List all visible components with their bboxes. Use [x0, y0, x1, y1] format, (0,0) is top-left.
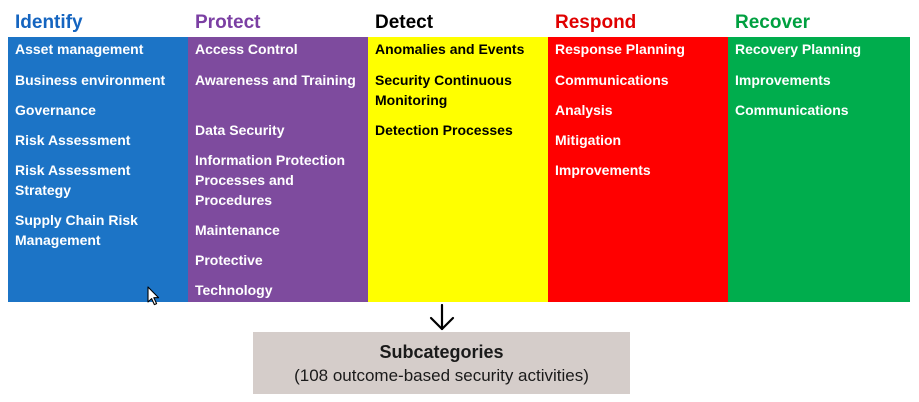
category-item: Anomalies and Events	[375, 41, 525, 57]
function-title-respond: Respond	[555, 12, 637, 33]
category-item: Awareness and Training	[195, 72, 356, 88]
function-column-recover: Recover Recovery Planning Improvements C…	[728, 8, 910, 302]
subcategories-description: (108 outcome-based security activities)	[294, 366, 589, 385]
function-column-detect: Detect Anomalies and Events Security Con…	[368, 8, 548, 302]
category-item: Maintenance	[195, 222, 280, 238]
function-body-protect: Access Control Awareness and Training Da…	[188, 37, 368, 302]
function-column-protect: Protect Access Control Awareness and Tra…	[188, 8, 368, 302]
function-title-recover: Recover	[735, 12, 810, 33]
mouse-pointer-icon	[147, 286, 160, 306]
category-item: Supply Chain Risk Management	[15, 212, 138, 248]
category-item: Recovery Planning	[735, 41, 862, 57]
category-item: Technology	[195, 282, 273, 298]
subcategories-box: Subcategories (108 outcome-based securit…	[253, 332, 630, 394]
function-body-detect: Anomalies and Events Security Continuous…	[368, 37, 548, 302]
category-item: Response Planning	[555, 41, 685, 57]
category-item: Access Control	[195, 41, 298, 57]
category-item: Security Continuous Monitoring	[375, 72, 512, 108]
category-item: Risk Assessment	[15, 132, 131, 148]
category-item: Communications	[555, 72, 669, 88]
category-item: Asset management	[15, 41, 144, 57]
category-item: Data Security	[195, 122, 285, 138]
function-body-identify: Asset management Business environment Go…	[8, 37, 188, 302]
category-item: Risk Assessment Strategy	[15, 162, 131, 198]
category-item: Business environment	[15, 72, 166, 88]
category-item: Protective	[195, 252, 263, 268]
function-title-protect: Protect	[195, 12, 261, 33]
framework-functions: Identify Asset management Business envir…	[8, 8, 910, 302]
function-body-recover: Recovery Planning Improvements Communica…	[728, 37, 910, 302]
function-title-detect: Detect	[375, 12, 434, 33]
category-item: Information Protection Processes and Pro…	[195, 152, 346, 208]
category-item: Improvements	[735, 72, 831, 88]
category-item: Detection Processes	[375, 122, 513, 138]
category-item: Improvements	[555, 162, 651, 178]
category-item: Communications	[735, 102, 849, 118]
function-body-respond: Response Planning Communications Analysi…	[548, 37, 728, 302]
arrow-down-icon	[429, 304, 455, 331]
category-item: Governance	[15, 102, 96, 118]
subcategories-title: Subcategories	[379, 342, 504, 362]
function-column-identify: Identify Asset management Business envir…	[8, 8, 188, 302]
function-column-respond: Respond Response Planning Communications…	[548, 8, 728, 302]
category-item: Mitigation	[555, 132, 622, 148]
category-item: Analysis	[555, 102, 613, 118]
function-title-identify: Identify	[15, 12, 83, 33]
